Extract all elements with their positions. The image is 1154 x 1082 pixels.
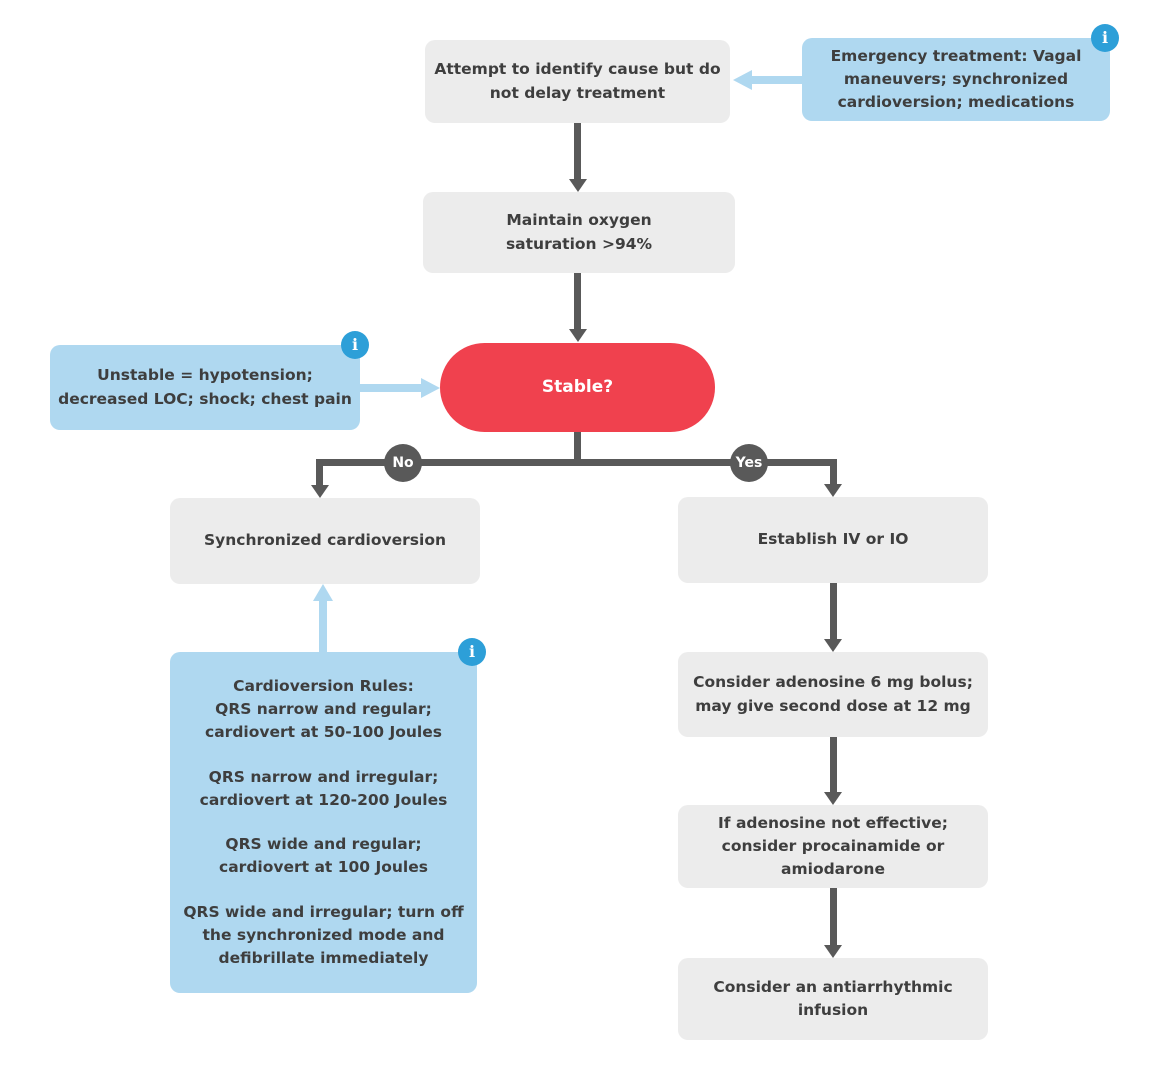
info-icon[interactable]: i: [458, 638, 486, 666]
cardioversion-rule-paragraph: QRS wide and regular; cardiovert at 100 …: [219, 835, 428, 877]
node-stable-decision: Stable?: [440, 343, 715, 432]
connector-stable-to-branch: [574, 432, 581, 463]
node-establish-iv-label: Establish IV or IO: [757, 530, 909, 549]
arrowhead-down-icon: [569, 329, 587, 342]
branch-label-no: No: [384, 444, 422, 482]
node-identify-cause-label: Attempt to identify cause but do not del…: [434, 60, 721, 102]
node-stable-decision-label: Stable?: [541, 376, 614, 397]
node-sync-cardioversion: Synchronized cardioversion: [170, 498, 480, 584]
connector-adenosine-to-procainamide: [830, 737, 837, 792]
node-adenosine-label: Consider adenosine 6 mg bolus; may give …: [693, 673, 973, 715]
node-identify-cause: Attempt to identify cause but do not del…: [425, 40, 730, 123]
cardioversion-rule-paragraph: Cardioversion Rules: QRS narrow and regu…: [205, 676, 442, 742]
node-maintain-oxygen: Maintain oxygen saturation >94%: [423, 192, 735, 273]
info-icon[interactable]: i: [341, 331, 369, 359]
cardioversion-rule-paragraph: QRS narrow and irregular; cardiovert at …: [199, 767, 448, 809]
node-procainamide: If adenosine not effective; consider pro…: [678, 805, 988, 888]
callout-unstable-definition-label: Unstable = hypotension; decreased LOC; s…: [58, 366, 352, 408]
connector-emergency-to-identify: [750, 76, 802, 84]
node-infusion-label: Consider an antiarrhythmic infusion: [713, 977, 953, 1019]
arrowhead-down-icon: [311, 485, 329, 498]
branch-label-yes: Yes: [730, 444, 768, 482]
connector-oxygen-to-stable: [574, 273, 581, 330]
arrowhead-down-icon: [824, 945, 842, 958]
info-icon[interactable]: i: [1091, 24, 1119, 52]
node-procainamide-label: If adenosine not effective; consider pro…: [718, 813, 948, 879]
connector-rules-to-sync: [319, 600, 327, 652]
arrowhead-down-icon: [824, 484, 842, 497]
node-sync-cardioversion-label: Synchronized cardioversion: [203, 531, 447, 550]
arrowhead-down-icon: [824, 639, 842, 652]
callout-unstable-definition: Unstable = hypotension; decreased LOC; s…: [50, 331, 369, 430]
node-maintain-oxygen-label: Maintain oxygen saturation >94%: [505, 211, 653, 253]
connector-unstable-to-stable: [360, 384, 422, 392]
connector-branch-left-down: [316, 459, 323, 485]
connector-iv-to-adenosine: [830, 583, 837, 639]
node-adenosine: Consider adenosine 6 mg bolus; may give …: [678, 652, 988, 737]
callout-emergency-treatment: Emergency treatment: Vagal maneuvers; sy…: [802, 24, 1119, 121]
callout-cardioversion-rules: i Cardioversion Rules: QRS narrow and re…: [170, 638, 486, 993]
node-infusion: Consider an antiarrhythmic infusion: [678, 958, 988, 1040]
connector-procainamide-to-infusion: [830, 888, 837, 945]
arrowhead-down-icon: [824, 792, 842, 805]
connector-identify-to-oxygen: [574, 123, 581, 180]
arrowhead-down-icon: [569, 179, 587, 192]
arrowhead-left-icon: [733, 70, 752, 90]
arrowhead-up-icon: [313, 584, 333, 601]
cardioversion-rule-paragraph: QRS wide and irregular; turn off the syn…: [183, 902, 464, 968]
arrowhead-right-icon: [421, 378, 440, 398]
connector-branch-right-down: [830, 459, 837, 484]
connector-branch-horizontal: [316, 459, 837, 466]
node-establish-iv: Establish IV or IO: [678, 497, 988, 583]
callout-emergency-treatment-label: Emergency treatment: Vagal maneuvers; sy…: [830, 46, 1082, 112]
